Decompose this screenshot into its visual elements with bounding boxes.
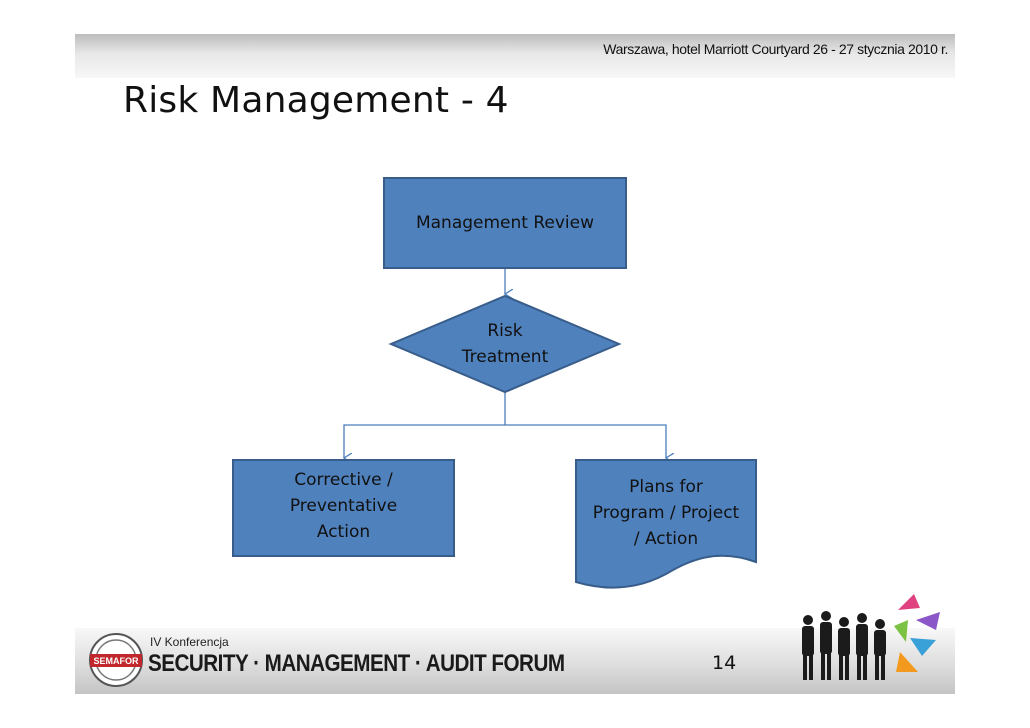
corrective-action-label: Corrective / Preventative Action: [289, 470, 398, 542]
management-review-box: [383, 177, 627, 269]
business-people-graphic: [800, 594, 940, 684]
plans-label: Plans for Program / Project / Action: [592, 477, 740, 549]
page-number: 14: [712, 652, 737, 674]
corrective-action-box: [232, 459, 455, 557]
event-info: Warszawa, hotel Marriott Courtyard 26 - …: [603, 41, 948, 57]
management-review-label: Management Review: [415, 213, 595, 233]
risk-treatment-label: Risk Treatment: [461, 321, 549, 367]
plans-document-shape: [575, 459, 757, 589]
header-band: [75, 34, 955, 78]
svg-text:SEMAFOR: SEMAFOR: [94, 656, 140, 666]
conference-name: SECURITY · MANAGEMENT · AUDIT FORUM: [148, 650, 565, 677]
connector-to-corrective: [344, 424, 505, 458]
risk-treatment-diamond: [388, 294, 622, 394]
semafor-logo: SEMAFOR: [89, 633, 143, 687]
conference-edition: IV Konferencja: [150, 635, 229, 649]
connector-to-plans: [505, 424, 666, 458]
slide-title: Risk Management - 4: [123, 80, 509, 121]
